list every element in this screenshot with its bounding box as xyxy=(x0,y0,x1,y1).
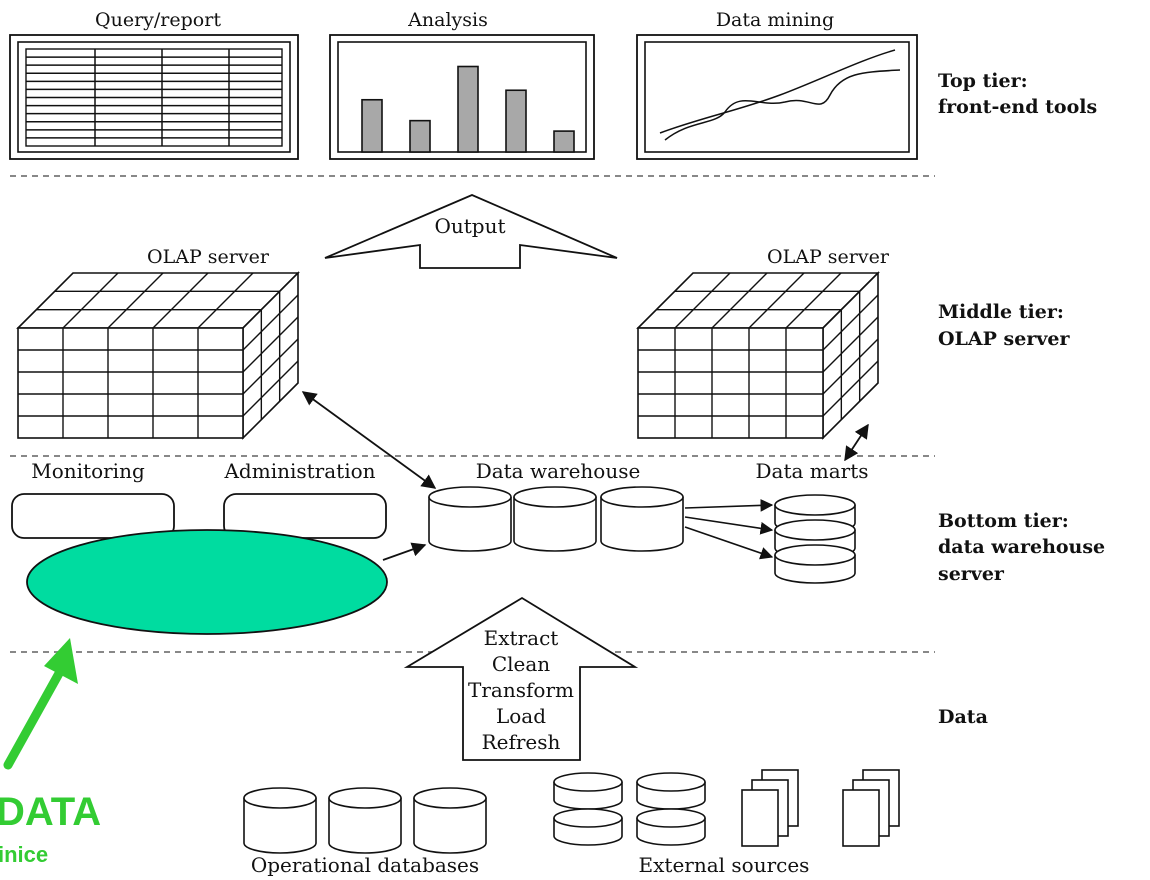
bottom-tier-sublabel-2: server xyxy=(938,563,1005,585)
etl-load: Load xyxy=(496,704,546,728)
external-document-stack xyxy=(741,769,799,847)
data-mining-panel xyxy=(636,34,918,160)
output-label: Output xyxy=(434,214,505,238)
data-tier-label: Data xyxy=(938,706,988,728)
olap-cube-right xyxy=(636,271,880,440)
top-tier-sublabel: front-end tools xyxy=(938,96,1097,118)
etl-transform: Transform xyxy=(468,678,574,702)
external-sources-db-icons xyxy=(553,772,706,846)
annotation-small-label: inice xyxy=(0,842,48,867)
external-sources-doc-icons xyxy=(741,769,900,847)
olap-cube-left xyxy=(16,271,300,440)
etl-extract: Extract xyxy=(484,626,559,650)
analysis-bar xyxy=(361,98,383,153)
data-marts-label: Data marts xyxy=(755,459,868,483)
olap-server-right-label: OLAP server xyxy=(767,246,890,268)
query-report-title: Query/report xyxy=(95,9,221,31)
trend-line-2 xyxy=(664,69,901,141)
data-mart-cylinder xyxy=(774,544,856,584)
data-warehouse-store xyxy=(428,486,684,552)
analysis-title: Analysis xyxy=(407,9,488,31)
ellipse-to-warehouse-arrow xyxy=(382,542,427,561)
etl-arrow: Extract Clean Transform Load Refresh xyxy=(403,596,639,761)
monitoring-label: Monitoring xyxy=(31,459,145,483)
operational-databases-label: Operational databases xyxy=(251,853,479,877)
external-source-cylinder xyxy=(636,808,706,846)
analysis-bar xyxy=(505,89,527,153)
middle-tier-sublabel: OLAP server xyxy=(938,328,1070,350)
etl-refresh: Refresh xyxy=(482,730,561,754)
operational-database-cylinder xyxy=(328,787,402,854)
monitoring-box xyxy=(11,493,175,539)
etl-clean: Clean xyxy=(492,652,550,676)
olap-server-left-label: OLAP server xyxy=(147,246,270,268)
analysis-bar xyxy=(409,119,431,153)
external-document-stack xyxy=(842,769,900,847)
warehouse-to-marts-arrows xyxy=(684,499,774,560)
external-source-cylinder xyxy=(636,772,706,810)
green-pointer-arrow xyxy=(3,638,78,770)
analysis-bar xyxy=(457,65,479,153)
highlight-ellipse xyxy=(26,529,388,635)
olap-warehouse-arrow xyxy=(301,391,437,489)
external-source-cylinder xyxy=(553,808,623,846)
external-sources-label: External sources xyxy=(639,853,810,877)
operational-database-cylinder xyxy=(243,787,317,854)
data-warehouse-label: Data warehouse xyxy=(476,459,641,483)
warehouse-cylinder xyxy=(600,486,684,552)
middle-tier-label: Middle tier: xyxy=(938,301,1064,323)
data-mining-title: Data mining xyxy=(716,9,834,31)
olap-marts-arrow xyxy=(844,423,869,462)
operational-database-cylinder xyxy=(413,787,487,854)
top-tier-label: Top tier: xyxy=(938,70,1028,92)
operational-databases-icons xyxy=(243,787,487,854)
bottom-tier-sublabel: data warehouse xyxy=(938,536,1105,558)
data-marts-store xyxy=(774,494,856,584)
analysis-bar xyxy=(553,130,575,153)
warehouse-cylinder xyxy=(513,486,597,552)
analysis-panel xyxy=(329,34,595,160)
output-arrow: Output xyxy=(324,194,618,269)
bottom-tier-label: Bottom tier: xyxy=(938,510,1069,532)
annotation-data-label: DATA xyxy=(0,790,101,834)
external-source-cylinder xyxy=(553,772,623,810)
trend-line-1 xyxy=(659,49,896,134)
query-report-panel xyxy=(9,34,299,160)
administration-label: Administration xyxy=(223,459,375,483)
warehouse-cylinder xyxy=(428,486,512,552)
